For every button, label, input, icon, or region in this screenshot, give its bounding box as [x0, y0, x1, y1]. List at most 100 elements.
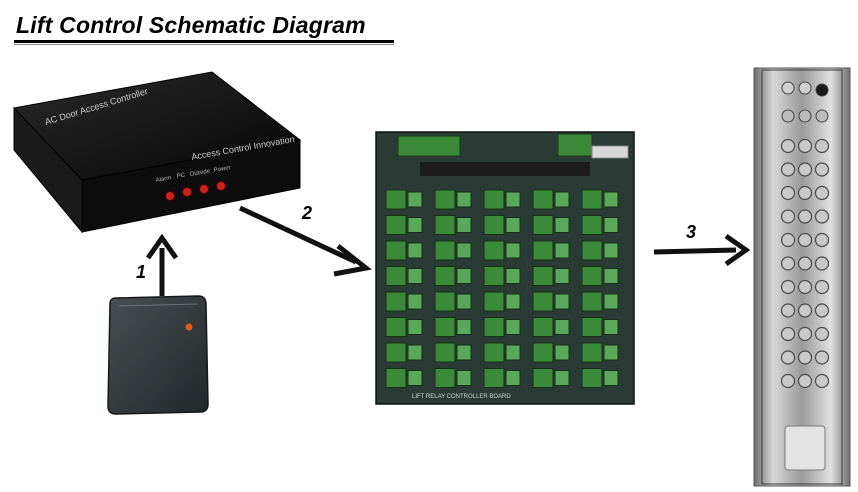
relay-terminal	[581, 189, 603, 210]
relay-terminal	[434, 215, 456, 235]
relay-terminal	[434, 342, 456, 363]
reader-status-led	[185, 323, 193, 331]
led-label-outside: Outside	[189, 168, 211, 178]
lift-floor-button	[797, 279, 813, 295]
relay-block	[407, 370, 423, 386]
ic-chip-row	[420, 162, 590, 176]
lift-floor-button	[780, 303, 796, 318]
lift-card-reader	[784, 425, 826, 471]
access-controller-unit: AC Door Access Controller Access Control…	[13, 71, 302, 234]
diagram-title: Lift Control Schematic Diagram	[16, 12, 366, 38]
relay-terminal	[434, 317, 456, 337]
lift-floor-button	[780, 162, 796, 177]
relay-block	[603, 293, 619, 310]
relay-block	[505, 191, 521, 208]
relay-terminal	[434, 368, 456, 388]
lift-floor-button	[797, 350, 813, 365]
relay-terminal	[581, 215, 603, 235]
led-power	[216, 181, 226, 191]
led-alarm	[165, 191, 175, 201]
lift-floor-button	[780, 209, 796, 224]
panel-function-button	[798, 109, 812, 123]
relay-terminal	[434, 189, 456, 210]
board-sticker	[591, 145, 629, 159]
relay-terminal	[532, 368, 554, 388]
relay-block	[554, 293, 570, 310]
relay-block	[456, 370, 472, 386]
relay-block	[407, 293, 423, 310]
panel-indicator	[798, 81, 812, 95]
relay-block	[505, 242, 521, 259]
lift-floor-button	[814, 303, 830, 318]
relay-terminal	[483, 189, 505, 210]
relay-block	[456, 217, 472, 233]
relay-terminal	[532, 291, 554, 312]
top-connector-right	[557, 133, 593, 157]
relay-block	[603, 319, 619, 335]
relay-terminal	[483, 291, 505, 312]
lift-floor-button	[814, 138, 830, 154]
lift-floor-button	[797, 303, 813, 318]
relay-terminal	[532, 240, 554, 261]
relay-block	[407, 217, 423, 233]
panel-indicator	[815, 83, 829, 97]
relay-terminal	[532, 215, 554, 235]
relay-terminal	[434, 291, 456, 312]
relay-terminal	[385, 291, 407, 312]
panel-indicator	[781, 81, 795, 95]
top-connector-left	[397, 135, 461, 157]
lift-floor-button	[814, 232, 830, 248]
title-underline	[14, 40, 394, 43]
relay-block	[407, 242, 423, 259]
relay-block	[603, 191, 619, 208]
relay-terminal	[483, 317, 505, 337]
lift-floor-button	[797, 138, 813, 154]
relay-block	[554, 319, 570, 335]
relay-block	[505, 293, 521, 310]
relay-terminal	[532, 317, 554, 337]
relay-terminal	[532, 189, 554, 210]
title-underline-shadow	[14, 44, 394, 45]
relay-controller-board: LIFT RELAY CONTROLLER BOARD	[375, 131, 635, 405]
relay-block	[456, 293, 472, 310]
board-label: LIFT RELAY CONTROLLER BOARD	[412, 394, 511, 400]
relay-terminal	[483, 368, 505, 388]
led-label-power: Power	[213, 165, 231, 174]
relay-block	[603, 217, 619, 233]
relay-terminal	[434, 266, 456, 286]
relay-block	[554, 217, 570, 233]
relay-terminal	[385, 240, 407, 261]
lift-floor-button	[814, 373, 830, 389]
lift-floor-button	[797, 162, 813, 177]
panel-function-button	[781, 109, 795, 123]
lift-floor-button	[797, 373, 813, 389]
arrow-3	[653, 233, 751, 267]
step-label-1: 1	[136, 262, 147, 282]
arrow-1	[145, 233, 179, 296]
lift-floor-button	[780, 185, 796, 201]
relay-block	[407, 268, 423, 284]
lift-floor-button	[797, 326, 813, 342]
lift-floor-button	[780, 279, 796, 295]
lift-button-panel	[753, 67, 851, 487]
relay-terminal	[581, 291, 603, 312]
relay-terminal	[434, 240, 456, 261]
relay-terminal	[385, 215, 407, 235]
relay-block	[456, 191, 472, 208]
relay-block	[505, 217, 521, 233]
relay-terminal	[385, 368, 407, 388]
lift-floor-button	[797, 232, 813, 248]
led-pc	[182, 187, 192, 197]
relay-block	[505, 344, 521, 361]
lift-floor-button	[814, 162, 830, 177]
relay-block	[407, 319, 423, 335]
lift-floor-button	[780, 326, 796, 342]
lift-floor-button	[814, 185, 830, 201]
relay-terminal	[581, 342, 603, 363]
relay-block	[407, 344, 423, 361]
relay-grid	[385, 189, 619, 388]
relay-block	[603, 344, 619, 361]
lift-floor-button	[814, 350, 830, 365]
lift-floor-button	[780, 373, 796, 389]
relay-terminal	[581, 368, 603, 388]
